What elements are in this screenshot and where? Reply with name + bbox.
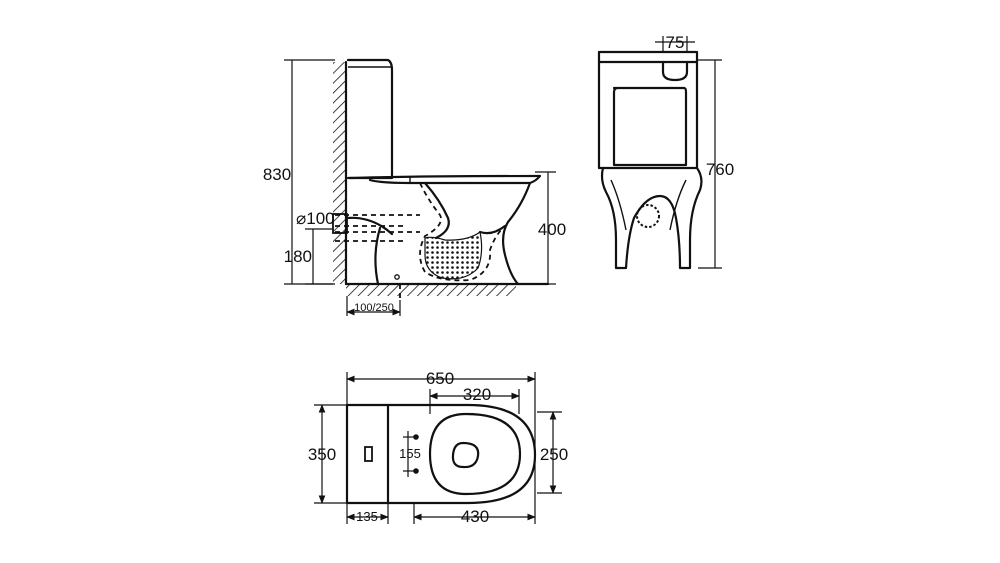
- plan-seat: [428, 412, 522, 496]
- dim-400: 400: [538, 220, 566, 239]
- water-area: [424, 230, 483, 280]
- dim-155: 155: [399, 446, 421, 461]
- plan-view: 155 650 320 350 250 135 430: [308, 369, 568, 526]
- trap-dashed: [419, 182, 506, 282]
- side-view: 830 180 ⌀100 400 100/250: [263, 58, 566, 316]
- plan-outline: [345, 403, 537, 505]
- dim-180: 180: [284, 247, 312, 266]
- dim-75: 75: [666, 33, 685, 52]
- front-outlet: [636, 204, 660, 228]
- plan-bowl-opening: [451, 441, 480, 469]
- flush-button: [661, 60, 689, 82]
- dim-760: 760: [706, 160, 734, 179]
- dim-830: 830: [263, 165, 291, 184]
- dim-250: 250: [540, 445, 568, 464]
- dim-350: 350: [308, 445, 336, 464]
- dim-outlet-diameter: ⌀100: [296, 209, 335, 228]
- dim-430: 430: [461, 507, 489, 526]
- seat-outline: [346, 174, 542, 185]
- front-view: 75 760: [597, 33, 734, 270]
- dim-rough-in: 100/250: [354, 302, 394, 314]
- front-tank-top: [597, 50, 699, 64]
- dim-320: 320: [463, 385, 491, 404]
- plan-flush-button: [364, 446, 373, 462]
- floor-hatch: [346, 284, 516, 296]
- wall-hatch: [333, 62, 346, 284]
- dim-650: 650: [426, 369, 454, 388]
- tank-outline: [346, 58, 394, 180]
- bowl-body: [501, 181, 532, 286]
- front-base: [600, 166, 703, 270]
- dim-135: 135: [356, 509, 378, 524]
